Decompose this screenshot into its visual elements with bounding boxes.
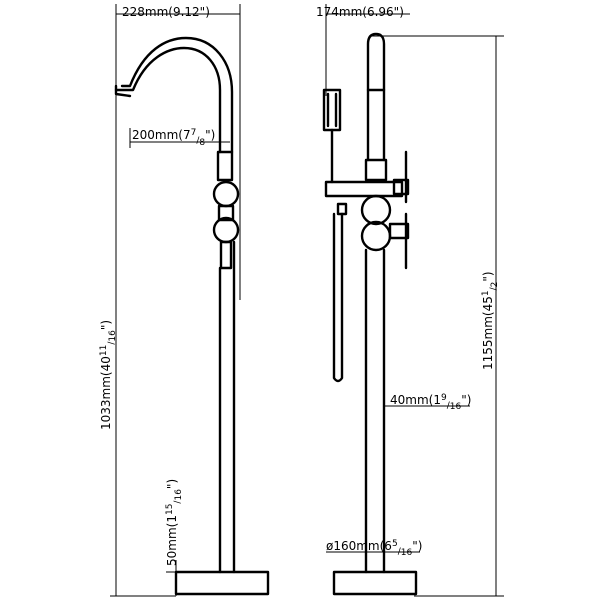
spout-reach-label: 228mm(9.12") — [122, 5, 210, 19]
valve-lower — [212, 216, 240, 244]
front-view: 228mm(9.12") 200mm(77/8") 1033mm(4011/16… — [99, 4, 270, 597]
handle-height-label: 200mm(77/8") — [132, 128, 215, 148]
hose-connector — [336, 202, 348, 216]
hose-loop — [332, 212, 344, 383]
spout-outer — [114, 46, 222, 154]
spout-side-pipe — [366, 32, 386, 162]
valve-upper — [212, 180, 240, 208]
overall-height-label: 1155mm(451/2") — [481, 271, 500, 370]
valve-body-upper — [360, 194, 392, 226]
body-mid — [217, 204, 235, 222]
side-view: 174mm(6.96") 1155mm(451/2") — [316, 4, 504, 597]
valve-bar — [324, 180, 404, 198]
handshower-offset-label: 174mm(6.96") — [316, 5, 404, 19]
base-height-label: 50mm(115/16") — [165, 479, 184, 566]
pipe-diameter-label: 40mm(19/16") — [390, 393, 471, 412]
handle-upper — [392, 178, 410, 196]
handle-lever — [219, 240, 233, 270]
valve-neck — [364, 158, 388, 182]
handle-lower — [388, 222, 410, 240]
valve-body-lower — [360, 220, 392, 252]
base-diameter-label: ø160mm(65/16") — [326, 539, 422, 558]
total-height-label: 1033mm(4011/16") — [99, 320, 118, 430]
floor-base — [174, 570, 270, 596]
spout-inner — [120, 36, 234, 154]
body-upper — [216, 150, 234, 182]
floor-base — [332, 570, 418, 596]
